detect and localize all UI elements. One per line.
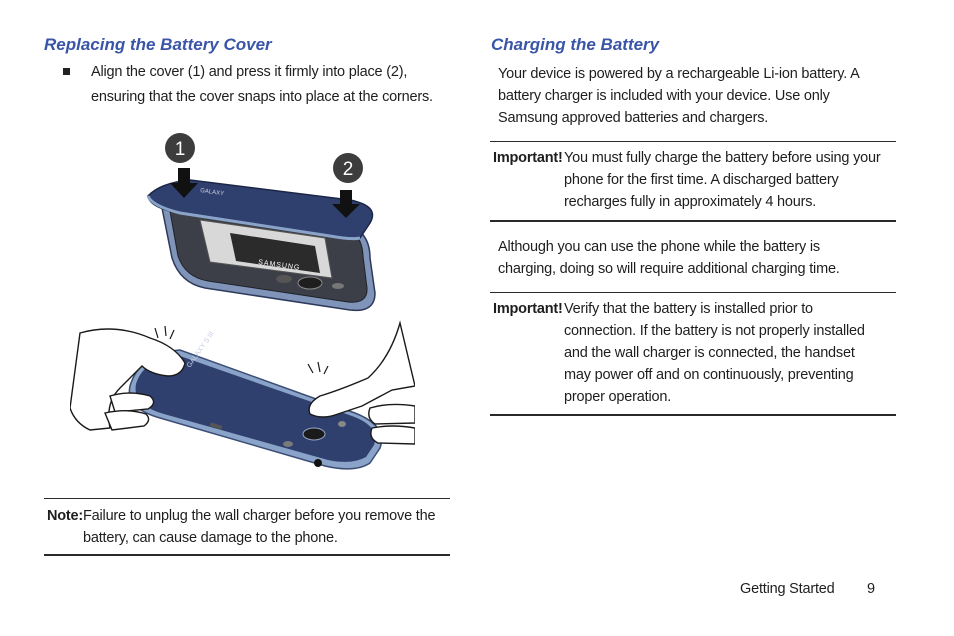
important2-line1: Verify that the battery is installed pri…: [564, 301, 813, 317]
intro-line1: Your device is powered by a rechargeable…: [498, 66, 860, 82]
bullet-icon: [63, 68, 70, 75]
arrow-down-icon: [332, 190, 360, 218]
important1-line1: You must fully charge the battery before…: [564, 150, 881, 166]
middle-line1: Although you can use the phone while the…: [498, 239, 820, 255]
page-number: 9: [867, 581, 875, 597]
note-bottom-rule: [44, 554, 450, 556]
intro-line2: battery charger is included with your de…: [498, 88, 830, 104]
bullet-text-line1: Align the cover (1) and press it firmly …: [91, 64, 408, 80]
battery-cover: GALAXY: [146, 179, 374, 241]
note-label: Note:: [47, 508, 84, 524]
arrow-down-icon: [170, 168, 198, 198]
important1-line3: recharges fully in approximately 4 hours…: [564, 194, 817, 210]
intro-line3: Samsung approved batteries and chargers.: [498, 110, 769, 126]
hand-left: [70, 328, 186, 431]
important2-line5: proper operation.: [564, 389, 672, 405]
hand-right: [308, 320, 415, 445]
callout-2-icon: [333, 153, 363, 183]
important1-bottom-rule: [490, 220, 896, 222]
important1-top-rule: [490, 141, 896, 142]
important2-label: Important!: [493, 301, 563, 317]
note-top-rule: [44, 498, 450, 499]
callout-1-label: 1: [175, 139, 186, 160]
note-text-line1: Failure to unplug the wall charger befor…: [83, 508, 436, 524]
section-heading-charging: Charging the Battery: [491, 35, 660, 54]
section-heading-battery-cover: Replacing the Battery Cover: [44, 35, 272, 54]
middle-line2: charging, doing so will require addition…: [498, 261, 840, 277]
footer-section-title: Getting Started: [740, 581, 835, 597]
important1-label: Important!: [493, 150, 563, 166]
important2-bottom-rule: [490, 414, 896, 416]
important2-line2: connection. If the battery is not proper…: [564, 323, 865, 339]
important1-line2: phone for the first time. A discharged b…: [564, 172, 839, 188]
important2-line3: and the wall charger is connected, the h…: [564, 345, 855, 361]
important2-line4: may power off and on continuously, preve…: [564, 367, 854, 383]
callout-2-label: 2: [343, 159, 354, 180]
bullet-text-line2: ensuring that the cover snaps into place…: [91, 89, 433, 105]
svg-text:GALAXY: GALAXY: [200, 188, 225, 197]
pressure-marks: [154, 325, 329, 375]
important2-top-rule: [490, 292, 896, 293]
battery-cover-illustration: SAMSUNG GALAXY 1 2 GALAXY S III: [70, 133, 415, 470]
note-text-line2: battery, can cause damage to the phone.: [83, 530, 338, 546]
callout-1-icon: [165, 133, 195, 163]
